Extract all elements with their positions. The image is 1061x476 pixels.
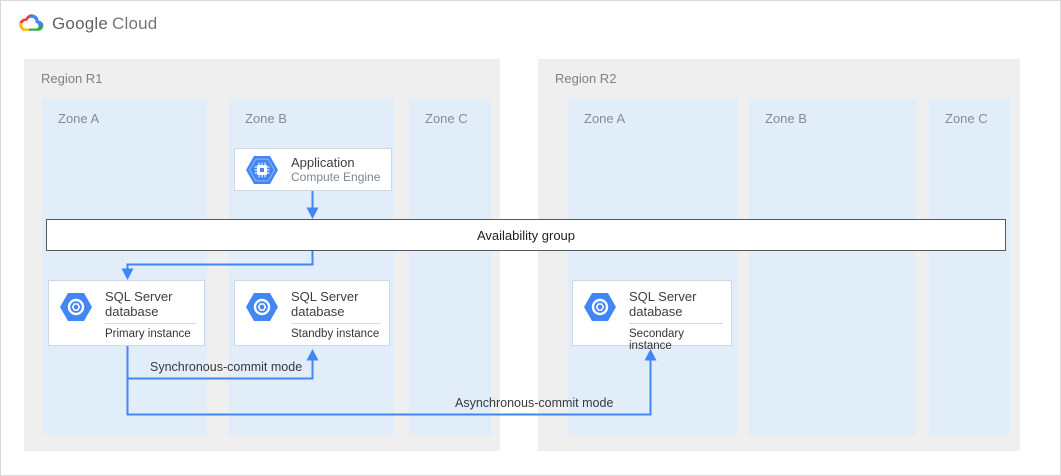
- sql-secondary-node: SQL Server database Secondary instance: [572, 280, 732, 352]
- zone-r2-c-label: Zone C: [945, 111, 988, 126]
- divider: [629, 323, 723, 324]
- availability-group-label: Availability group: [476, 227, 576, 243]
- zone-r1-c-label: Zone C: [425, 111, 468, 126]
- sql-standby-instance-label: Standby instance: [291, 328, 380, 340]
- zone-r1-b-label: Zone B: [245, 111, 287, 126]
- zone-r1-a: Zone A: [42, 98, 207, 435]
- application-node: Application Compute Engine: [234, 148, 392, 191]
- logo-brand: Google: [52, 13, 109, 33]
- zone-r2-b: Zone B: [749, 98, 916, 435]
- zone-r2-a-label: Zone A: [584, 111, 626, 126]
- divider: [105, 323, 196, 324]
- availability-group-bar: Availability group: [46, 219, 1006, 251]
- sync-commit-label: Synchronous-commit mode: [150, 360, 303, 374]
- logo-product: Cloud: [112, 13, 158, 33]
- divider: [291, 323, 381, 324]
- compute-engine-icon: [245, 155, 279, 185]
- sql-secondary-instance-label: Secondary instance: [629, 328, 684, 352]
- application-title: Application: [291, 154, 355, 170]
- sql-standby-title: SQL Server database: [291, 289, 359, 319]
- sql-primary-instance-label: Primary instance: [105, 328, 191, 340]
- sql-server-database-icon: [59, 292, 93, 322]
- async-commit-label: Asynchronous-commit mode: [455, 396, 614, 410]
- sql-standby-node: SQL Server database Standby instance: [234, 280, 390, 346]
- sql-primary-node: SQL Server database Primary instance: [48, 280, 205, 346]
- sql-secondary-title: SQL Server database: [629, 289, 697, 319]
- zone-r2-b-label: Zone B: [765, 111, 807, 126]
- zone-r1-a-label: Zone A: [58, 111, 100, 126]
- zone-r2-a: Zone A: [568, 98, 738, 435]
- sql-server-database-icon: [245, 292, 279, 322]
- zone-r2-c: Zone C: [929, 98, 1010, 435]
- region-r2-label: Region R2: [555, 71, 617, 86]
- google-cloud-logo-icon: [19, 14, 44, 31]
- sql-primary-title: SQL Server database: [105, 289, 173, 319]
- sql-server-database-icon: [583, 292, 617, 322]
- application-subtitle: Compute Engine: [291, 169, 381, 184]
- region-r1-label: Region R1: [41, 71, 103, 86]
- zone-r1-c: Zone C: [409, 98, 491, 435]
